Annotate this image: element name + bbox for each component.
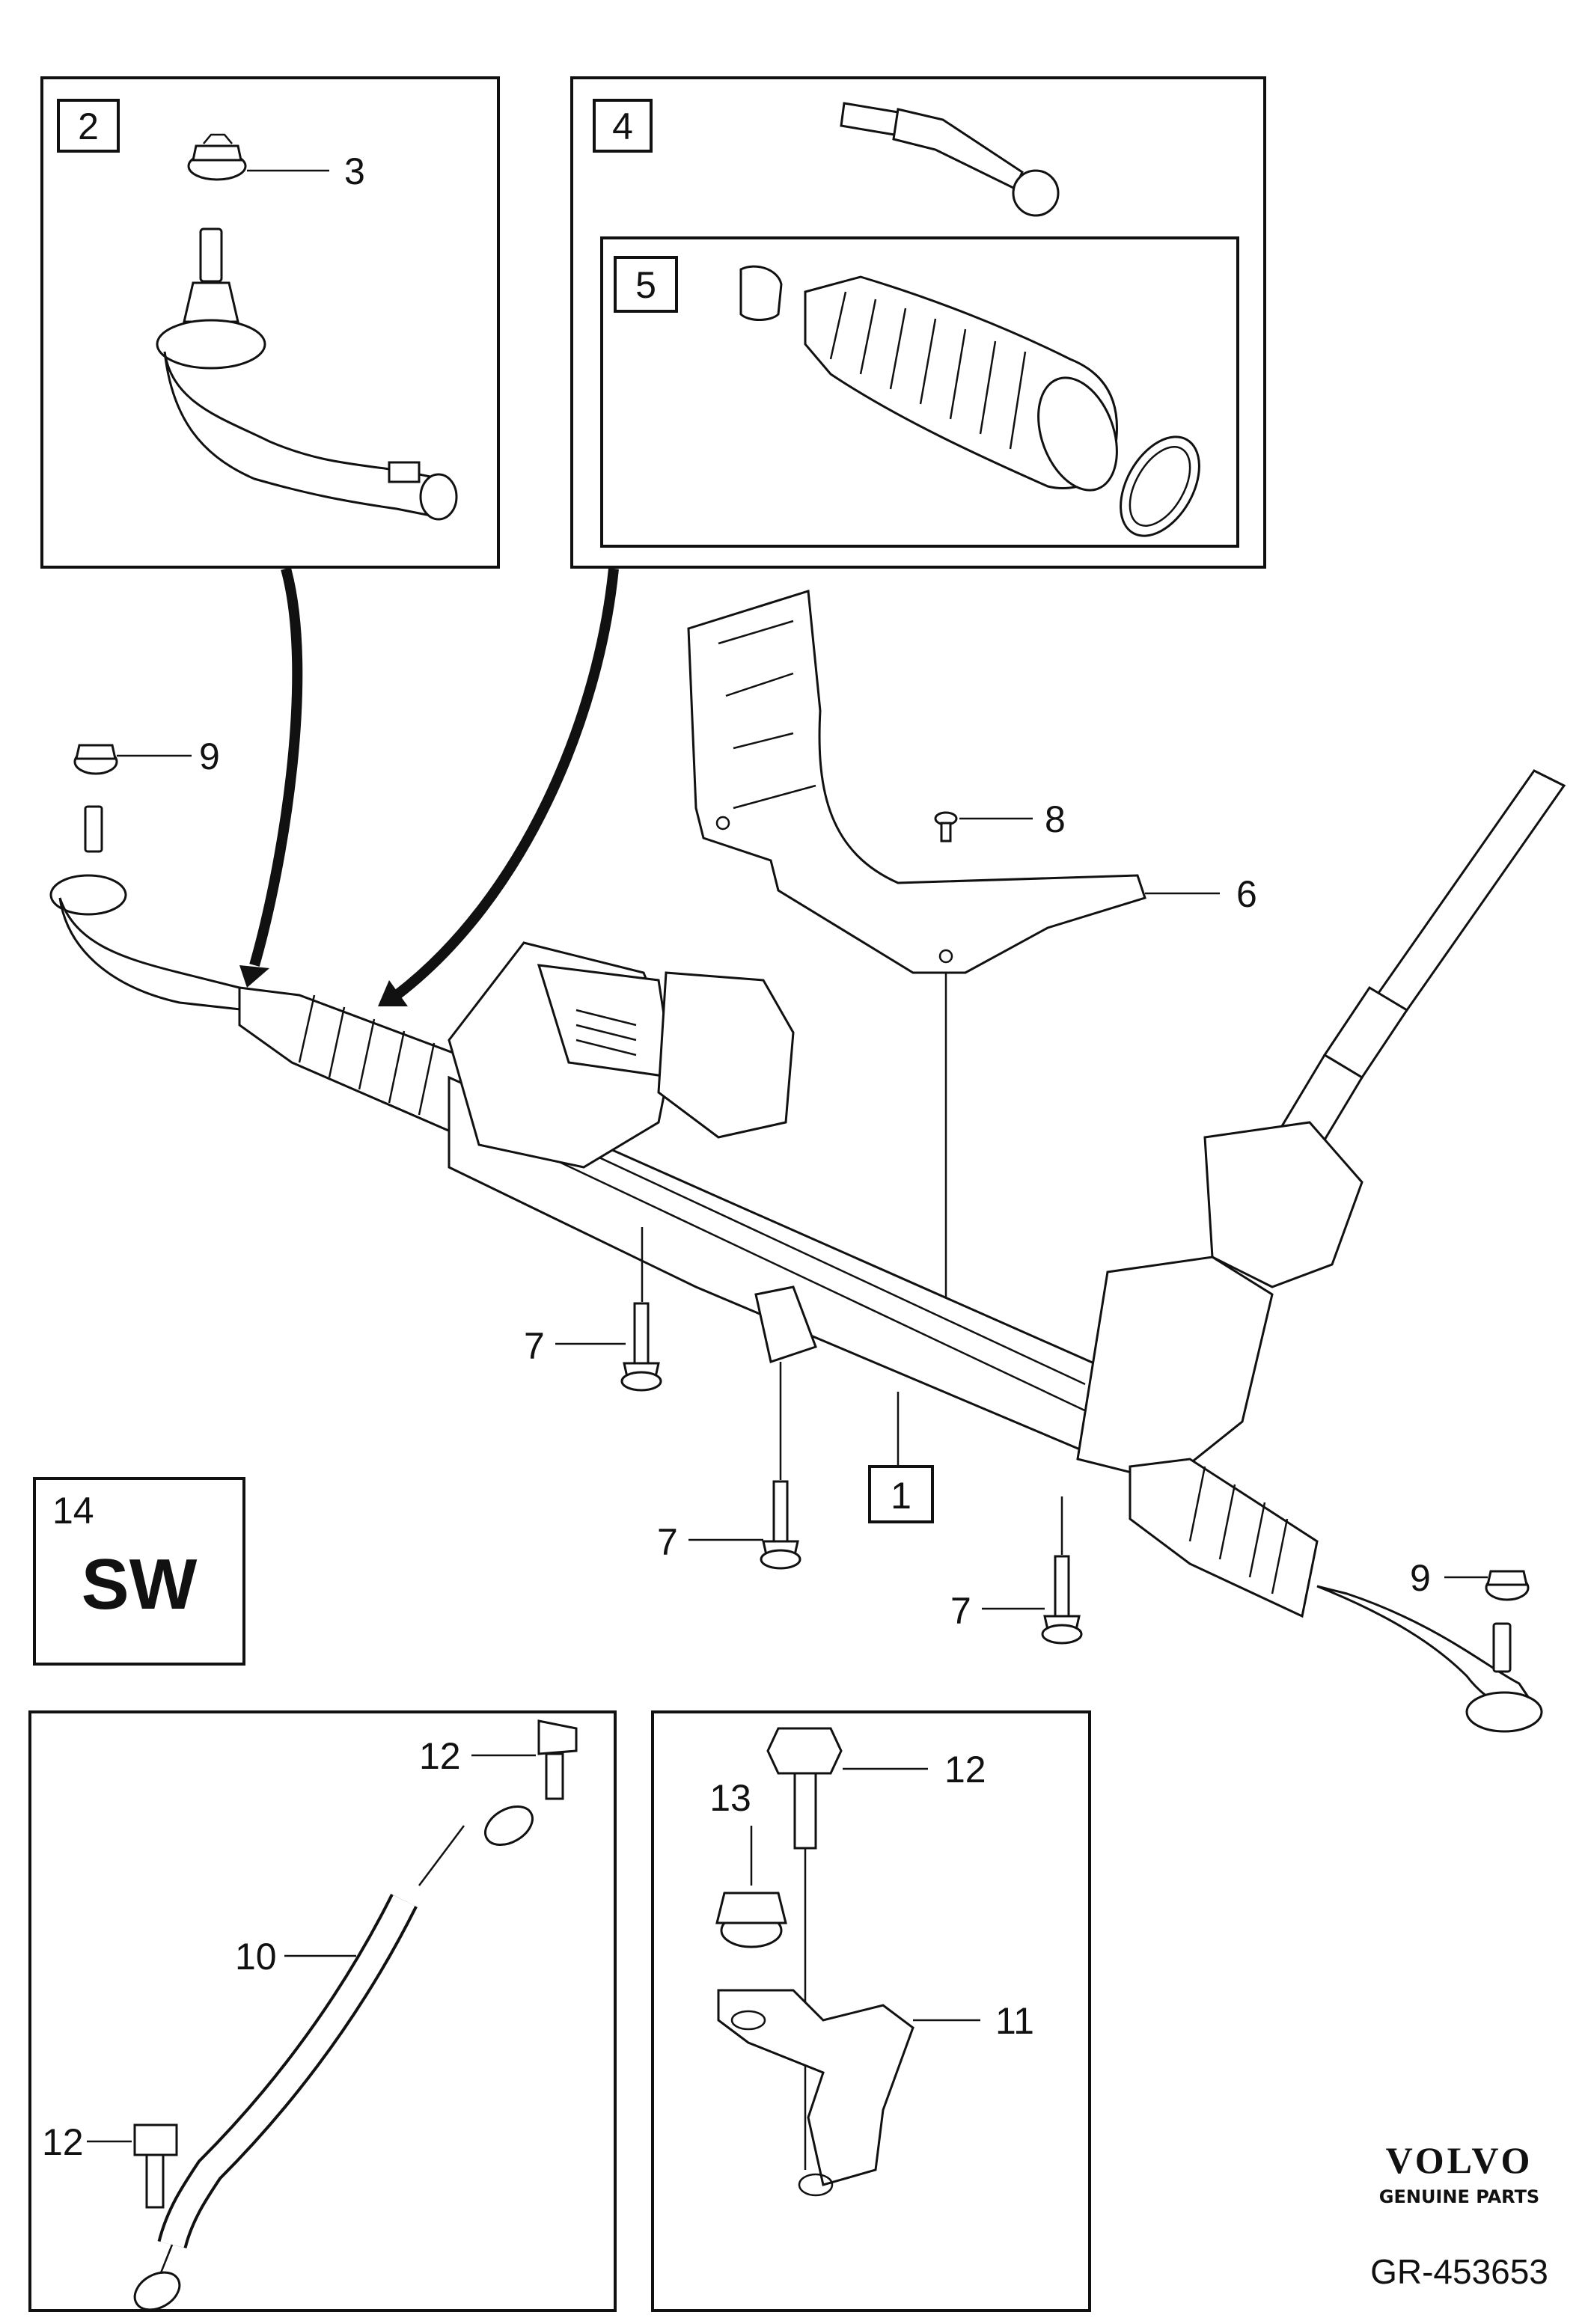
callout-10: 10 (235, 1936, 277, 1978)
callout-6: 6 (1236, 873, 1257, 915)
heat-shield-part (687, 590, 1146, 974)
nut-right-part (1485, 1570, 1530, 1601)
bolt-12b-part (133, 2123, 178, 2209)
callout-14: 14 (52, 1490, 94, 1532)
tie-rod-end-part (156, 227, 458, 521)
callout-11: 11 (995, 2000, 1034, 2042)
callout-8: 8 (1045, 798, 1066, 840)
flange-nut-part (187, 133, 247, 181)
drawing-number: GR-453653 (1370, 2252, 1548, 2291)
inner-tie-rod-part (840, 102, 1060, 217)
rack-housing-part (448, 1075, 1199, 1491)
callout-3: 3 (344, 150, 365, 192)
callout-7b: 7 (657, 1521, 678, 1563)
ground-cable-part (133, 1805, 534, 2311)
box-inner-tie-rod: 4 5 (570, 76, 1266, 569)
bolt-12c-part (766, 1727, 843, 1850)
motor-ecu-part (448, 941, 795, 1169)
bolt-12a-part (537, 1719, 578, 1800)
arrowhead-icon (378, 980, 408, 1006)
brand-logo-text: VOLVO (1386, 2139, 1533, 2181)
box-tie-rod-end: 2 3 (40, 76, 500, 569)
brand-tagline: GENUINE PARTS (1379, 2186, 1539, 2207)
callout-12a: 12 (419, 1735, 461, 1777)
bolt-7b-part (760, 1480, 801, 1570)
callout-7a: 7 (524, 1325, 545, 1367)
callout-4: 4 (612, 106, 633, 147)
callout-1: 1 (891, 1475, 911, 1517)
brand-logo: VOLVO GENUINE PARTS (1379, 2139, 1539, 2207)
callout-5: 5 (635, 264, 656, 306)
pointer-tie-rod-end (249, 567, 303, 967)
bolt-7a-part (620, 1302, 662, 1392)
intermediate-shaft-part (1277, 769, 1566, 1155)
boot-clamp-part (739, 265, 783, 321)
bolt-7c-part (1041, 1555, 1083, 1645)
callout-13: 13 (709, 1777, 751, 1819)
nut-left-part (73, 744, 118, 775)
callout-9b: 9 (1410, 1557, 1431, 1599)
arrowhead-icon (239, 965, 269, 988)
steering-rack-assembly: 6 8 9 (49, 590, 1566, 1733)
tie-rod-end-right-part (1316, 1585, 1543, 1733)
box-bracket: 12 13 11 (651, 1710, 1091, 2312)
variant-code: SW (82, 1544, 198, 1624)
callout-12b: 12 (42, 2121, 84, 2163)
screw-part (934, 811, 958, 843)
variant-box: 14 SW (33, 1477, 245, 1666)
nut-13-part (715, 1892, 787, 1948)
left-boot-part (238, 986, 480, 1140)
steering-boot-part (804, 275, 1118, 492)
callout-2: 2 (78, 106, 99, 147)
callout-12c: 12 (944, 1749, 986, 1791)
pointer-inner-tie-rod (393, 568, 619, 1000)
pinion-housing-part (1076, 1121, 1364, 1483)
right-boot-part (1129, 1458, 1319, 1618)
bracket-part (717, 1989, 914, 2197)
callout-9a: 9 (199, 736, 220, 777)
callout-7c: 7 (950, 1590, 971, 1632)
boot-clip-ring-part (1120, 435, 1200, 537)
box-ground-cable: 12 12 10 (28, 1710, 617, 2312)
tie-rod-end-left-part (49, 805, 249, 1012)
